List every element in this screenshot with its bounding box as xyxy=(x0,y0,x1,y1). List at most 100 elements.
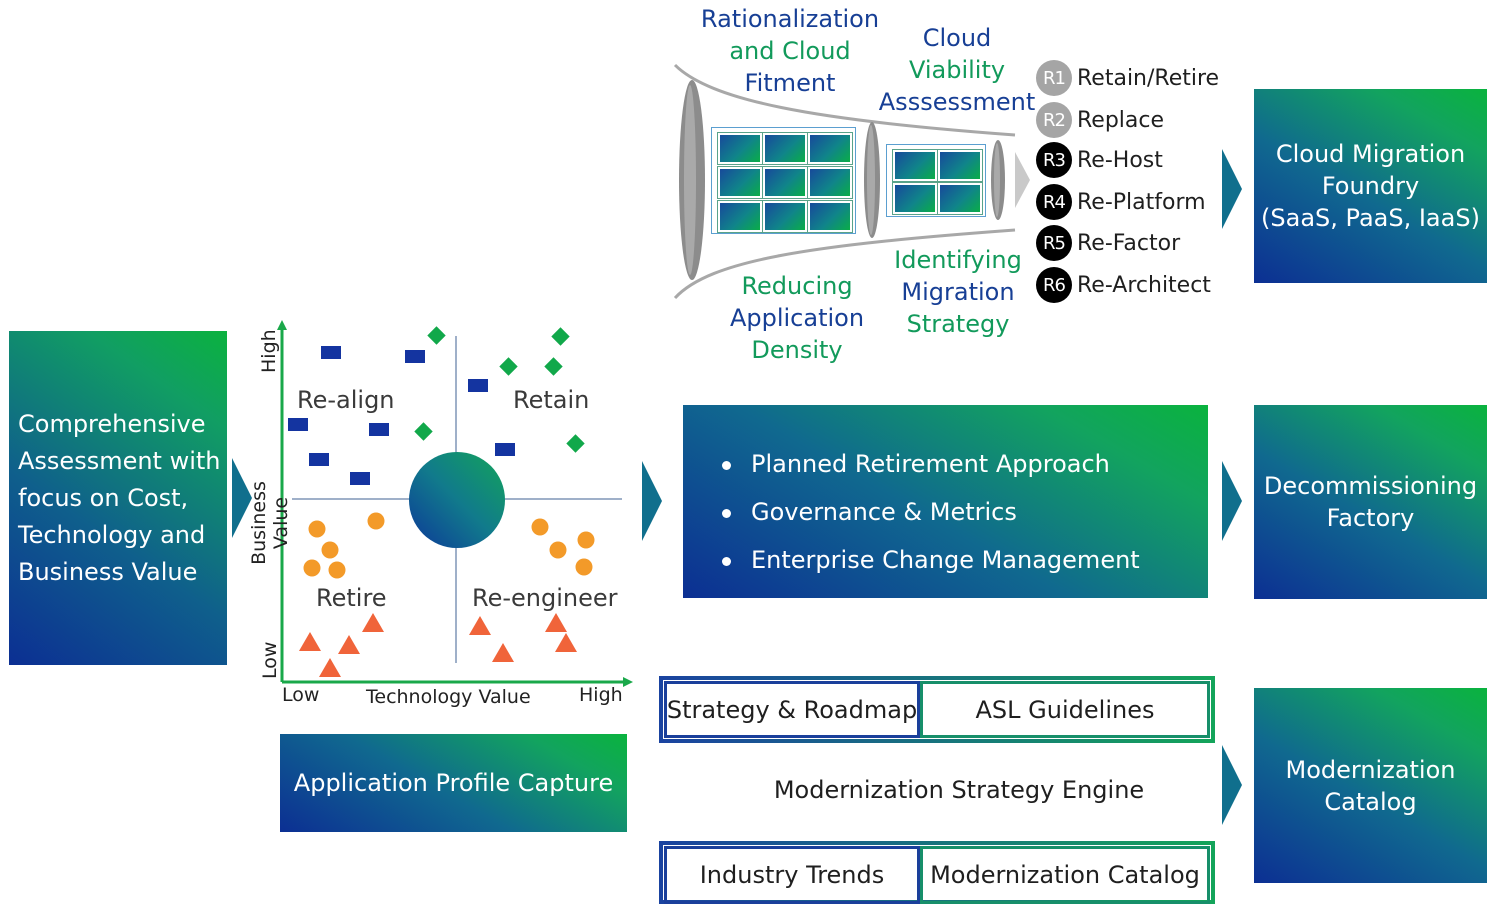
orange-circle-marker xyxy=(308,520,326,538)
strategy-item-r1: R1 Retain/Retire xyxy=(1036,60,1219,96)
bullet-dot-icon xyxy=(722,556,731,566)
app-tile xyxy=(938,183,982,214)
y-axis-high-label: High xyxy=(258,329,280,373)
green-diamond-marker xyxy=(427,326,446,345)
app-tile xyxy=(893,150,937,181)
orange-circle-marker xyxy=(328,561,346,579)
blue-square-marker xyxy=(369,423,389,436)
arrow-retirement-to-decommissioning-icon xyxy=(1222,461,1242,541)
strategy-item-r2: R2 Replace xyxy=(1036,102,1164,138)
red-triangle-marker xyxy=(492,643,514,662)
y-axis-arrowhead-icon xyxy=(277,320,287,330)
app-tile xyxy=(763,201,807,232)
modernization-catalog-cell: Modernization Catalog xyxy=(920,846,1210,904)
orange-circle-marker xyxy=(549,541,567,559)
retirement-approach-box xyxy=(683,405,1208,598)
bullet-dot-icon xyxy=(722,508,731,518)
blue-square-marker xyxy=(288,418,308,431)
strategy-item-r3: R3 Re-Host xyxy=(1036,142,1163,178)
app-tile xyxy=(763,167,807,198)
app-tile xyxy=(808,133,852,164)
funnel-label-line: Strategy xyxy=(906,310,1010,338)
blue-square-marker xyxy=(405,350,425,363)
y-axis-title: Business Value xyxy=(248,481,292,565)
modernization-catalog-label: Modernization Catalog xyxy=(1285,755,1456,816)
strategy-badge: R2 xyxy=(1036,102,1072,138)
blue-square-marker xyxy=(468,379,488,392)
app-tile xyxy=(938,150,982,181)
orange-circle-marker xyxy=(303,559,321,577)
quadrant-label-retire: Retire xyxy=(316,584,387,612)
strategy-label: Re-Architect xyxy=(1077,272,1211,298)
app-tile xyxy=(808,201,852,232)
bullet-item: Planned Retirement Approach xyxy=(722,440,1140,488)
asl-guidelines-cell: ASL Guidelines xyxy=(920,681,1210,738)
funnel-label-line: Identifying xyxy=(894,246,1022,274)
industry-trends-cell: Industry Trends xyxy=(664,846,920,904)
red-triangle-marker xyxy=(469,616,491,635)
funnel-label-line: Rationalization xyxy=(700,5,880,33)
orange-circle-marker xyxy=(367,512,385,530)
x-axis-title: Technology Value xyxy=(366,686,531,708)
bullet-item: Governance & Metrics xyxy=(722,488,1140,536)
retirement-bullet-list: Planned Retirement Approach Governance &… xyxy=(722,440,1140,584)
funnel-label-line: Cloud xyxy=(922,24,992,52)
quadrant-label-re-align: Re-align xyxy=(297,386,395,414)
funnel-label-line: Density xyxy=(751,336,843,364)
orange-circle-marker xyxy=(321,541,339,559)
assessment-box: Comprehensive Assessment with focus on C… xyxy=(9,331,227,665)
funnel-upper-curve xyxy=(673,63,1016,137)
cloud-migration-foundry-box: Cloud Migration Foundry (SaaS, PaaS, Iaa… xyxy=(1254,89,1487,283)
funnel-label-line: Reducing xyxy=(741,272,853,300)
industry-trends-label: Industry Trends xyxy=(699,861,885,889)
app-grid-large xyxy=(711,127,856,234)
engine-title: Modernization Strategy Engine xyxy=(773,776,1145,804)
green-diamond-marker xyxy=(499,357,518,376)
bullet-text: Planned Retirement Approach xyxy=(751,450,1110,478)
strategy-roadmap-label: Strategy & Roadmap xyxy=(666,695,918,724)
quadrant-label-re-engineer: Re-engineer xyxy=(472,584,618,612)
red-triangle-marker xyxy=(362,613,384,632)
funnel-tip-arrow-icon xyxy=(1015,152,1030,208)
modernization-catalog-box: Modernization Catalog xyxy=(1254,688,1487,883)
red-triangle-marker xyxy=(545,613,567,632)
funnel-graphic xyxy=(673,63,1030,300)
strategy-badge: R4 xyxy=(1036,184,1072,220)
green-diamond-marker xyxy=(551,327,570,346)
orange-circle-marker xyxy=(575,558,593,576)
strategy-label: Re-Host xyxy=(1077,147,1163,173)
x-axis-arrowhead-icon xyxy=(623,677,633,687)
bullet-text: Enterprise Change Management xyxy=(751,546,1140,574)
strategy-badge: R1 xyxy=(1036,60,1072,96)
blue-square-marker xyxy=(350,472,370,485)
orange-circle-marker xyxy=(577,531,595,549)
strategy-item-r5: R5 Re-Factor xyxy=(1036,225,1180,261)
app-tile xyxy=(893,183,937,214)
blue-square-marker xyxy=(309,453,329,466)
center-circle xyxy=(409,452,505,548)
asl-guidelines-label: ASL Guidelines xyxy=(975,695,1155,724)
funnel-label-line: Migration xyxy=(901,278,1015,306)
decommissioning-factory-box: Decommissioning Factory xyxy=(1254,405,1487,599)
quadrant-label-retain: Retain xyxy=(513,386,590,414)
engine-top-frame xyxy=(659,676,1215,743)
green-diamond-marker xyxy=(544,357,563,376)
strategy-roadmap-cell: Strategy & Roadmap xyxy=(664,681,920,738)
arrow-assessment-to-quadrant-icon xyxy=(232,458,252,538)
app-tile xyxy=(718,167,762,198)
assessment-text: Comprehensive Assessment with focus on C… xyxy=(18,409,221,586)
blue-square-markers xyxy=(288,346,515,485)
red-triangle-marker xyxy=(319,658,341,677)
app-tile xyxy=(808,167,852,198)
arrow-engine-to-modernization-icon xyxy=(1222,745,1242,825)
strategy-badge: R5 xyxy=(1036,225,1072,261)
quadrant-chart xyxy=(277,320,633,687)
funnel-label-line: Viability xyxy=(908,56,1006,84)
blue-square-marker xyxy=(321,346,341,359)
blue-square-marker xyxy=(495,443,515,456)
modernization-catalog-cell-label: Modernization Catalog xyxy=(930,861,1200,889)
funnel-ring-medium-highlight xyxy=(867,125,875,235)
